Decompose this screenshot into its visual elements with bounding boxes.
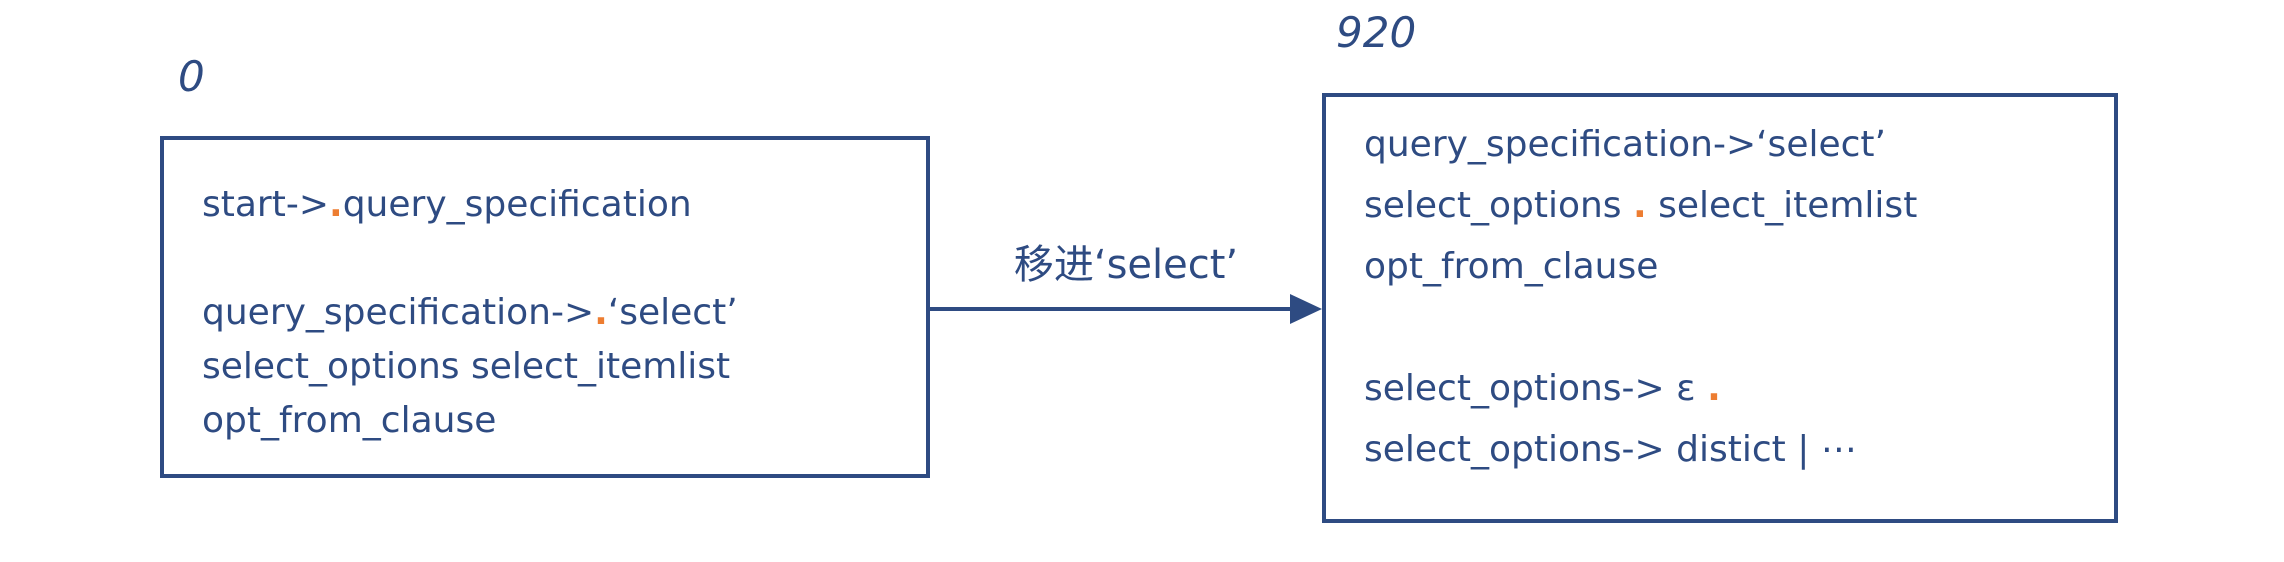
dot-marker: . [329, 184, 343, 225]
transition-arrow-line [930, 307, 1296, 311]
grammar-item: select_options . select_itemlist [1364, 175, 2094, 236]
grammar-item: opt_from_clause [1364, 236, 2094, 297]
grammar-item: select_options-> distict | ⋯ [1364, 419, 2094, 480]
grammar-item: query_specification->.‘select’ [202, 286, 906, 340]
item-text: select_itemlist [1646, 185, 1918, 226]
arrow-head-icon [1290, 294, 1322, 324]
grammar-item: select_options select_itemlist [202, 340, 906, 394]
grammar-item: opt_from_clause [202, 394, 906, 448]
dot-marker: . [1707, 368, 1721, 409]
dot-marker: . [594, 292, 608, 333]
dot-marker: . [1633, 185, 1647, 226]
item-text: query_specification->‘select’ [1364, 124, 1886, 165]
state-0-box: start->.query_specification query_specif… [160, 136, 930, 478]
item-text: ‘select’ [607, 292, 738, 333]
item-text: select_options select_itemlist [202, 346, 731, 387]
transition-label: 移进‘select’ [1013, 242, 1239, 288]
state-920-items: query_specification->‘select’ select_opt… [1326, 97, 2114, 519]
item-text: opt_from_clause [202, 400, 497, 441]
state-920-label: 920 [1336, 8, 1417, 57]
item-text: select_options [1364, 185, 1633, 226]
state-0-items: start->.query_specification query_specif… [164, 140, 926, 474]
item-text: query_specification-> [202, 292, 595, 333]
item-text: select_options-> ε [1364, 368, 1708, 409]
item-text: query_specification [342, 184, 692, 225]
state-0-label: 0 [178, 52, 205, 101]
item-text: opt_from_clause [1364, 246, 1659, 287]
grammar-item: start->.query_specification [202, 178, 906, 232]
item-text: select_options-> distict | ⋯ [1364, 429, 1857, 470]
grammar-item: select_options-> ε . [1364, 358, 2094, 419]
grammar-item: query_specification->‘select’ [1364, 114, 2094, 175]
state-920-box: query_specification->‘select’ select_opt… [1322, 93, 2118, 523]
item-text: start-> [202, 184, 330, 225]
